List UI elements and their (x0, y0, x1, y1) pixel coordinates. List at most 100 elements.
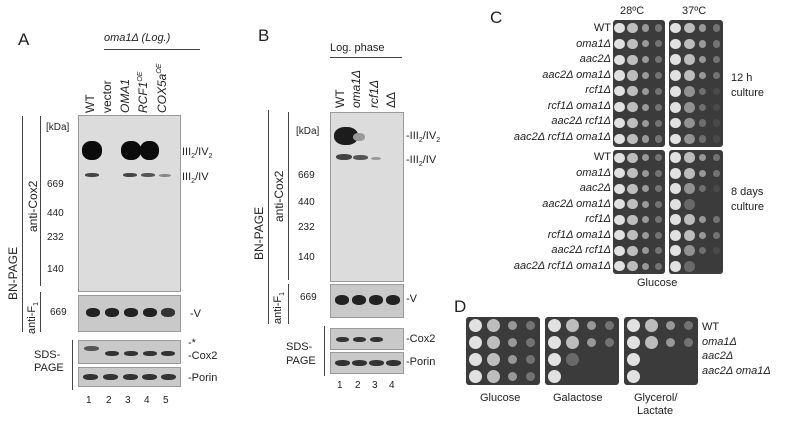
panel-b-bnpage-label: BN-PAGE (252, 206, 266, 260)
panel-b-kda-label: [kDa] (296, 126, 320, 137)
panel-b-antif1-bracket (288, 284, 289, 324)
panel-d-medium-glucose: Glucose (480, 392, 521, 404)
panel-d-medium-glycerol: Glycerol/ (634, 392, 678, 404)
yeast-spot (712, 55, 720, 64)
panel-b-marker-232: 232 (298, 222, 315, 233)
yeast-spot (683, 38, 695, 50)
yeast-spot (654, 103, 663, 111)
yeast-spot (605, 337, 615, 348)
yeast-spot (641, 87, 650, 95)
lane-label-double: ΔΔ (384, 91, 398, 108)
lane-label-oma1: oma1Δ (349, 69, 363, 108)
yeast-spot (683, 86, 695, 97)
yeast-spot (614, 22, 625, 33)
panel-b-sds-bracket (324, 326, 325, 376)
yeast-spot (566, 335, 580, 350)
yeast-spot (566, 352, 580, 367)
yeast-spot (684, 320, 694, 331)
strain-label: aac2Δ (702, 350, 734, 362)
panel-a-band-iii2iv2: III2/IV2 (182, 146, 213, 161)
yeast-spot (670, 38, 681, 50)
yeast-spot (712, 169, 720, 177)
yeast-spot (699, 185, 707, 193)
yeast-spot (683, 70, 695, 81)
yeast-spot (468, 369, 482, 384)
yeast-spot (487, 352, 501, 367)
panel-a-bnpage-label: BN-PAGE (6, 246, 20, 300)
panel-b-cox2-blot (330, 328, 404, 350)
panel-c-plate-37-top (669, 20, 723, 147)
strain-label: WT (593, 151, 611, 163)
yeast-spot (641, 185, 650, 193)
yeast-spot (614, 133, 625, 145)
yeast-spot (507, 371, 517, 382)
strain-label: rcf1Δ oma1Δ (547, 99, 611, 112)
yeast-spot (654, 71, 663, 80)
yeast-spot (614, 38, 625, 49)
yeast-spot (547, 352, 561, 367)
panel-a-band-star: -* (188, 337, 196, 349)
panel-a-antif1-bracket (40, 292, 41, 332)
yeast-spot (627, 261, 638, 272)
yeast-spot (626, 318, 640, 333)
yeast-spot (627, 86, 638, 97)
yeast-spot (641, 103, 650, 111)
yeast-spot (670, 152, 681, 163)
yeast-spot (627, 199, 638, 210)
yeast-spot (641, 71, 650, 80)
yeast-spot (614, 54, 625, 65)
strain-label: WT (702, 321, 720, 333)
yeast-spot (712, 185, 720, 193)
yeast-spot (670, 245, 681, 256)
yeast-spot (654, 135, 663, 143)
yeast-spot (468, 352, 482, 367)
panel-b-lane-number: 2 (355, 380, 361, 391)
panel-a-lane-number: 1 (86, 395, 92, 406)
panel-b-band-porin: -Porin (406, 356, 436, 368)
strain-label: WT (593, 22, 611, 34)
panel-a-header: oma1Δ (Log.) (104, 32, 171, 44)
strain-label: aac2Δ oma1Δ (542, 68, 611, 81)
panel-a-lane-number: 2 (106, 395, 112, 406)
yeast-spot (684, 337, 694, 348)
panel-a-letter: A (18, 30, 30, 49)
strain-label: aac2Δ rcf1Δ (551, 244, 611, 256)
panel-d-medium-galactose: Galactose (553, 392, 603, 404)
panel-c-temp-37: 37ºC (682, 5, 707, 17)
yeast-spot (614, 102, 625, 113)
yeast-spot (699, 103, 707, 112)
yeast-spot (670, 117, 681, 129)
yeast-spot (683, 22, 695, 34)
panel-a-bnpage-blot (78, 115, 181, 292)
lane-label-wt: WT (83, 94, 97, 113)
yeast-spot (654, 200, 663, 208)
panel-b-lane-number: 3 (372, 380, 378, 391)
panel-a-kda-label: [kDa] (46, 122, 70, 133)
yeast-spot (654, 154, 663, 162)
yeast-spot (627, 118, 638, 129)
panel-b-band-iii2iv2: -III2/IV2 (406, 130, 441, 145)
panel-d-plate-glycerol (624, 317, 698, 385)
yeast-spot (614, 86, 625, 97)
yeast-spot (665, 337, 675, 348)
yeast-spot (699, 169, 707, 177)
yeast-spot (670, 54, 681, 65)
yeast-spot (586, 320, 596, 331)
panel-b-lane-number: 1 (337, 380, 343, 391)
yeast-spot (627, 183, 638, 194)
panel-b-header-rule (330, 57, 402, 58)
yeast-spot (614, 230, 625, 241)
strain-label: oma1Δ (576, 37, 611, 50)
panel-a-porin-blot (78, 367, 181, 387)
panel-c-culture-top: 12 h (731, 72, 753, 84)
yeast-spot (654, 24, 663, 32)
yeast-spot (627, 245, 638, 256)
panel-b-antif1-label: anti-F1 (272, 291, 287, 324)
yeast-spot (654, 216, 663, 224)
yeast-spot (627, 168, 638, 179)
yeast-spot (683, 167, 695, 179)
panel-b-sds-label-2: PAGE (286, 355, 316, 367)
yeast-spot (699, 119, 707, 127)
yeast-spot (665, 320, 675, 331)
yeast-spot (641, 135, 650, 143)
